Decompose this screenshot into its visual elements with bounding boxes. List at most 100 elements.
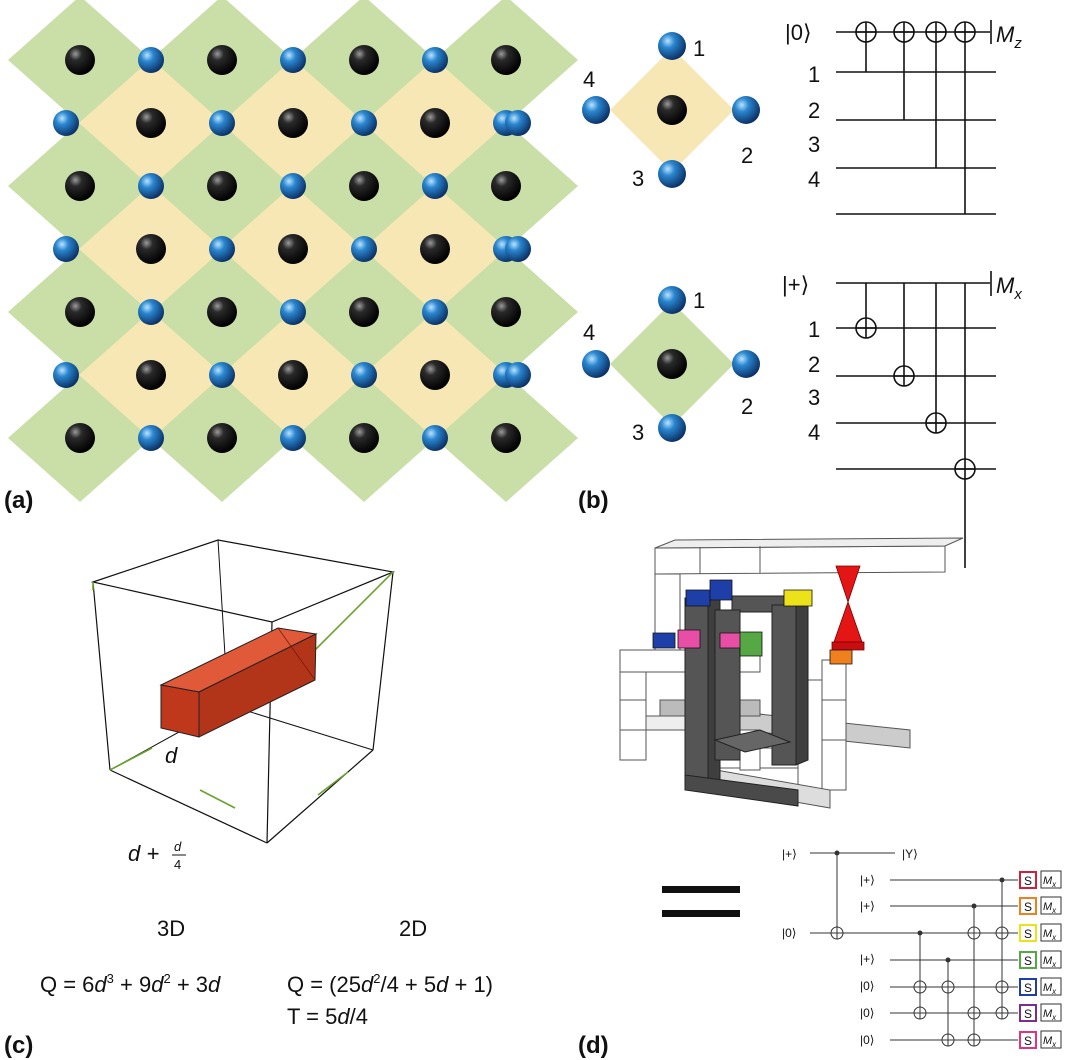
dist-input-5: |+⟩ [860,952,875,966]
measurement-qubit [420,234,450,264]
data-qubit [209,362,235,388]
mx-measurement [1040,870,1062,889]
panel-b-label: (b) [578,487,609,514]
dist-input-8: |0⟩ [860,1033,874,1047]
data-qubit [138,173,164,199]
x-line-label-3: 3 [808,385,820,410]
data-qubit [422,47,448,73]
data-qubit [582,350,610,378]
x-line-label-4: 4 [808,420,820,445]
top-site-label-4: 4 [583,67,595,92]
s-gate [1019,951,1037,969]
top-site-label-3: 3 [632,166,644,191]
bottom-site-label-1: 1 [693,288,705,313]
cnot-control [971,903,977,909]
x-ancilla-state: |+⟩ [782,272,809,297]
mx-measurement [1040,923,1062,942]
measurement-qubit [278,108,308,138]
measurement-qubit [207,45,237,75]
measurement-qubit [278,234,308,264]
measurement-qubit [207,171,237,201]
s-gate [1019,1031,1037,1049]
dist-input-4: |0⟩ [782,926,796,940]
measurement-qubit [65,171,95,201]
top-site-label-1: 1 [693,36,705,61]
cube-edge-fraction-den: 4 [174,857,181,872]
equals-sign-bottom [662,910,740,917]
data-qubit [582,96,610,124]
bottom-site-label-4: 4 [583,320,595,345]
panel-c-label: (c) [4,1032,33,1059]
top-site-label-2: 2 [741,143,753,168]
bottom-site-label-2: 2 [741,394,753,419]
z-stabilizer-circuit [836,20,996,215]
column-2d-header: 2D [399,916,427,941]
measurement-qubit [420,360,450,390]
s-gate [1019,871,1037,889]
z-ancilla-state: |0⟩ [785,20,812,45]
mx-measurement [1040,1030,1062,1049]
data-qubit [351,362,377,388]
data-qubit [422,425,448,451]
data-qubit [53,236,79,262]
s-gate [1019,1004,1037,1022]
measurement-qubit [491,423,521,453]
s-gate [1019,924,1037,942]
measurement-qubit [420,108,450,138]
z-measurement-label: Mz [996,22,1022,52]
data-qubit [138,47,164,73]
data-qubit [53,362,79,388]
data-qubit [422,173,448,199]
measurement-qubit [349,297,379,327]
cnot-control [834,850,840,856]
x-line-label-2: 2 [808,352,820,377]
surface-code-lattice [8,0,578,502]
x-line-label-1: 1 [808,317,820,342]
bottom-site-label-3: 3 [632,420,644,445]
panel-d-label: (d) [578,1032,609,1059]
qubit-count-3d: Q = 6d3 + 9d2 + 3d [40,971,221,997]
cnot-control [917,930,923,936]
s-gate-label: S [1024,1034,1032,1048]
data-qubit [658,286,686,314]
column-3d-header: 3D [157,916,185,941]
mx-measurement [1040,896,1062,915]
cube-edge-label: d + [128,841,159,866]
data-qubit [280,425,306,451]
measurement-qubit [657,349,687,379]
measurement-qubit [278,360,308,390]
measurement-qubit [657,95,687,125]
measurement-qubit [349,45,379,75]
data-qubit [658,160,686,188]
data-qubit [505,110,531,136]
plaquette-examples [582,32,760,442]
defect-size-label: d [165,743,178,768]
data-qubit [351,110,377,136]
x-stabilizer-circuit [836,271,996,568]
data-qubit [138,299,164,325]
s-gate-label: S [1024,900,1032,914]
measurement-qubit [136,234,166,264]
cube-edge-fraction-num: d [174,839,182,854]
data-qubit [280,299,306,325]
measurement-qubit [491,297,521,327]
data-qubit [732,96,760,124]
dist-input-2: |+⟩ [860,873,875,887]
data-qubit [658,414,686,442]
measurement-qubit [65,45,95,75]
measurement-qubit [136,108,166,138]
data-qubit [658,32,686,60]
z-line-label-1: 1 [808,62,820,87]
data-qubit [138,425,164,451]
s-gate [1019,897,1037,915]
measurement-qubit [349,423,379,453]
dist-input-7: |0⟩ [860,1006,874,1020]
data-qubit [505,362,531,388]
data-qubit [351,236,377,262]
s-gate [1019,978,1037,996]
qubit-count-2d: Q = (25d2/4 + 5d + 1) [287,971,493,997]
equals-sign-top [662,886,740,893]
dist-output-y: |Y⟩ [902,847,918,861]
data-qubit [280,47,306,73]
